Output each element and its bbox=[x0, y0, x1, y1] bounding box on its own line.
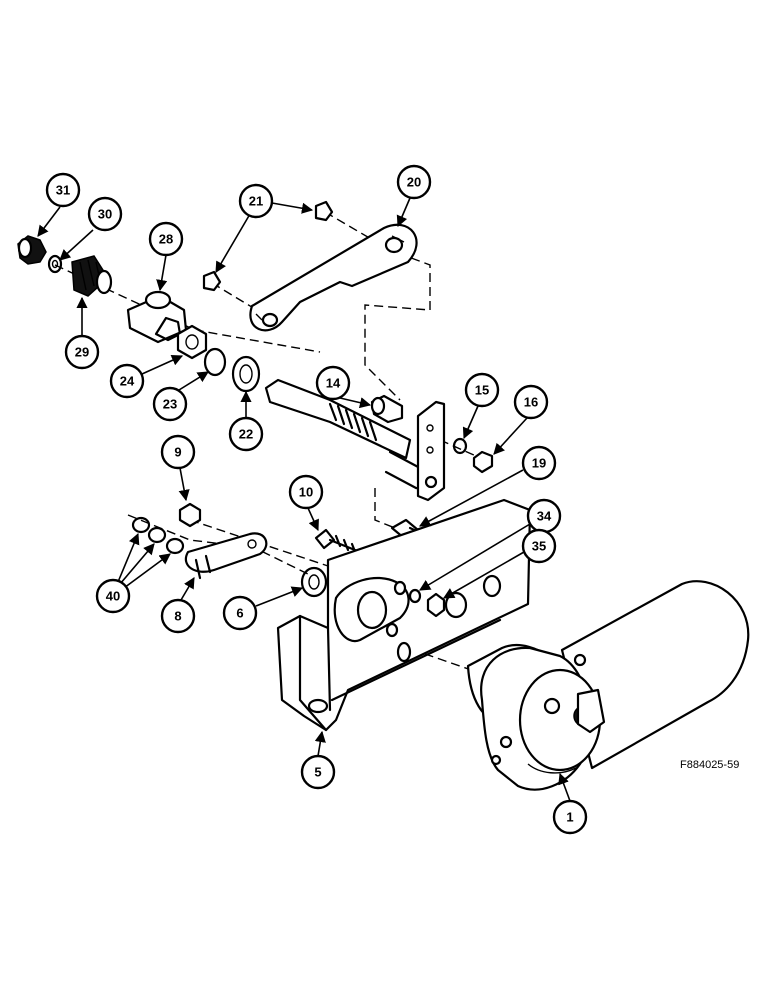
callout-label: 35 bbox=[532, 539, 546, 554]
callout-label: 28 bbox=[159, 232, 173, 247]
callout-34: 34 bbox=[419, 498, 562, 591]
callout-label: 21 bbox=[249, 194, 263, 209]
callout-30: 30 bbox=[59, 196, 123, 261]
part-6-washer bbox=[300, 566, 328, 598]
callout-label: 10 bbox=[299, 485, 313, 500]
callout-label: 19 bbox=[532, 456, 546, 471]
part-21-nuts bbox=[202, 200, 334, 292]
callout-label: 1 bbox=[566, 810, 573, 825]
part-40-washers bbox=[131, 516, 185, 555]
part-23-lock-washer bbox=[203, 347, 227, 377]
callout-label: 30 bbox=[98, 207, 112, 222]
part-8-link-arm bbox=[184, 532, 268, 580]
callout-label: 22 bbox=[239, 427, 253, 442]
callout-label: 31 bbox=[56, 183, 70, 198]
callout-label: 15 bbox=[475, 383, 489, 398]
callout-28: 28 bbox=[148, 221, 184, 292]
callout-label: 24 bbox=[120, 374, 135, 389]
callout-label: 5 bbox=[314, 765, 321, 780]
callout-8: 8 bbox=[160, 577, 196, 634]
callouts: 31 30 28 29 24 23 bbox=[37, 164, 588, 835]
part-20-crank-arm bbox=[249, 223, 418, 332]
callout-label: 34 bbox=[537, 509, 552, 524]
callout-label: 40 bbox=[106, 589, 120, 604]
part-shaft bbox=[264, 378, 429, 490]
callout-19: 19 bbox=[419, 445, 557, 527]
callout-22: 22 bbox=[228, 390, 264, 452]
callout-6: 6 bbox=[222, 586, 304, 631]
part-22-flat-washer bbox=[231, 355, 261, 393]
callout-35: 35 bbox=[443, 528, 557, 599]
callout-label: 8 bbox=[174, 609, 181, 624]
part-35-nut bbox=[426, 592, 446, 618]
callout-label: 6 bbox=[236, 606, 243, 621]
callout-14: 14 bbox=[315, 365, 372, 409]
figure-code: F884025-59 bbox=[680, 759, 739, 771]
part-drive-plate bbox=[416, 400, 446, 502]
part-30-washer bbox=[47, 254, 63, 274]
part-24-hex-nut bbox=[176, 324, 208, 360]
callout-1: 1 bbox=[552, 772, 588, 835]
callout-16: 16 bbox=[493, 384, 549, 455]
callout-9: 9 bbox=[160, 434, 196, 502]
part-14-pin bbox=[370, 394, 404, 424]
callout-23: 23 bbox=[152, 371, 209, 422]
callout-31: 31 bbox=[37, 172, 81, 237]
part-29-knurled-bushing bbox=[71, 255, 113, 297]
part-16-nut bbox=[472, 450, 494, 474]
callout-label: 9 bbox=[174, 445, 181, 460]
part-15-washer bbox=[452, 437, 468, 455]
callout-label: 23 bbox=[163, 397, 177, 412]
callout-10: 10 bbox=[288, 474, 324, 532]
callout-21: 21 bbox=[215, 183, 314, 273]
part-31-cap-nut bbox=[17, 235, 47, 265]
part-9-nut bbox=[178, 502, 202, 528]
part-5-mounting-bracket bbox=[276, 498, 532, 732]
callout-20: 20 bbox=[396, 164, 432, 228]
callout-label: 16 bbox=[524, 395, 538, 410]
callout-40: 40 bbox=[95, 532, 171, 614]
part-28-bushing bbox=[126, 290, 188, 344]
callout-label: 14 bbox=[326, 376, 341, 391]
callout-15: 15 bbox=[462, 372, 500, 440]
callout-29: 29 bbox=[64, 296, 100, 370]
part-10-bolt bbox=[314, 528, 362, 556]
callout-5: 5 bbox=[300, 730, 336, 790]
part-1-wiper-motor bbox=[466, 580, 750, 791]
callout-24: 24 bbox=[109, 355, 184, 399]
callout-label: 29 bbox=[75, 345, 89, 360]
part-34-washer bbox=[408, 588, 422, 604]
callout-label: 20 bbox=[407, 175, 421, 190]
